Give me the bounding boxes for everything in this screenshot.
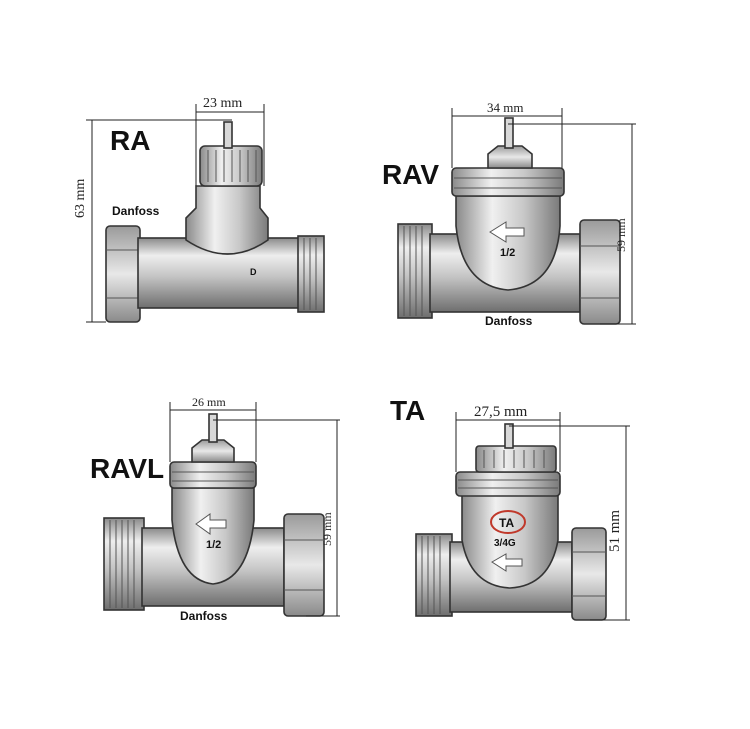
valve-ravl-label: RAVL xyxy=(90,453,164,484)
valve-ra-dimensions xyxy=(86,104,265,323)
valve-ra-drawing: D xyxy=(105,121,325,323)
valve-ta-dimensions xyxy=(455,412,630,621)
valve-ra-brand: Danfoss xyxy=(112,204,160,218)
valve-ra-label: RA xyxy=(110,125,150,156)
valve-ravl-dimensions xyxy=(169,402,340,617)
valve-ta-mark: 3/4G xyxy=(494,538,516,549)
valve-ra-width-dim: 23 mm xyxy=(203,96,242,111)
valve-rav-height-dim: 59 mm xyxy=(614,218,628,252)
ta-logo-ring xyxy=(490,510,526,534)
valve-ravl-height-dim: 59 mm xyxy=(320,512,334,546)
valve-ta-drawing xyxy=(415,423,607,621)
valve-ra-height-dim: 63 mm xyxy=(73,179,88,218)
valve-rav-dimensions xyxy=(451,108,636,325)
valve-ta: TA 27,5 mm 51 mm TA 3/4G xyxy=(390,395,630,621)
valve-ta-label: TA xyxy=(390,395,425,426)
valve-rav-brand: Danfoss xyxy=(485,314,533,328)
valve-ravl: RAVL 26 mm 59 mm Danfoss 1/2 xyxy=(90,395,340,623)
valve-ravl-drawing xyxy=(103,413,325,617)
valve-ta-logo: TA xyxy=(499,516,514,530)
valve-rav-width-dim: 34 mm xyxy=(487,100,523,115)
valve-ravl-brand: Danfoss xyxy=(180,609,228,623)
valve-ravl-mark: 1/2 xyxy=(206,539,221,551)
valve-rav-label: RAV xyxy=(382,159,439,190)
valve-ravl-width-dim: 26 mm xyxy=(192,395,226,409)
valve-rav: RAV 34 mm 59 mm Danfoss 1/2 xyxy=(382,100,636,328)
svg-text:D: D xyxy=(250,267,257,277)
valve-rav-drawing xyxy=(397,117,621,325)
valve-rav-mark: 1/2 xyxy=(500,247,515,259)
valve-ta-width-dim: 27,5 mm xyxy=(474,404,528,420)
valve-ta-height-dim: 51 mm xyxy=(607,510,623,552)
valve-ra: D RA 23 mm 63 mm Danfoss xyxy=(73,96,325,323)
